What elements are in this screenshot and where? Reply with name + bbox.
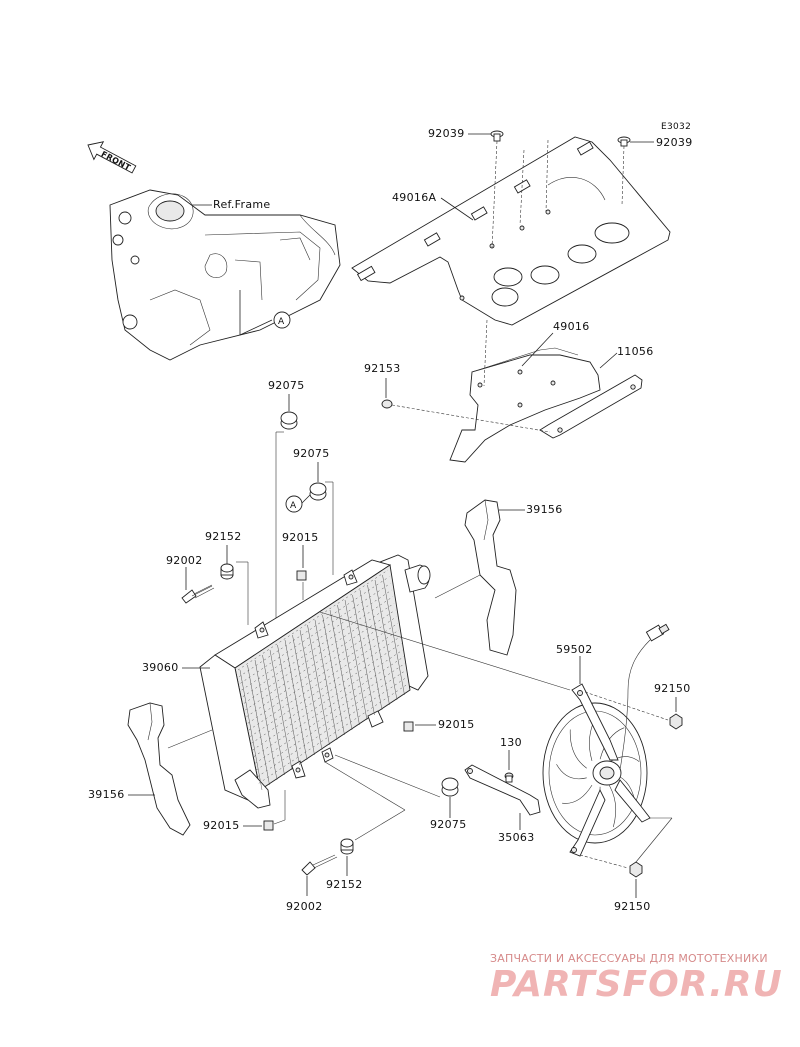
grommet-92075-c <box>441 777 459 797</box>
bolt-92002-top <box>181 584 215 604</box>
bolt-92039-left <box>490 130 504 142</box>
label-35063: 35063 <box>498 831 535 844</box>
label-92002-low: 92002 <box>286 900 323 913</box>
label-92015-mid: 92015 <box>438 718 475 731</box>
label-92153: 92153 <box>364 362 401 375</box>
label-92075-c: 92075 <box>430 818 467 831</box>
label-92015-low: 92015 <box>203 819 240 832</box>
bolt-130 <box>504 772 514 783</box>
shroud-39156-right <box>464 499 517 656</box>
frame-assembly <box>109 189 341 361</box>
label-49016: 49016 <box>553 320 590 333</box>
label-92150-top: 92150 <box>654 682 691 695</box>
label-92039-right: 92039 <box>656 136 693 149</box>
watermark-tagline: ЗАПЧАСТИ И АКСЕССУАРЫ ДЛЯ МОТОТЕХНИКИ <box>490 952 768 965</box>
shroud-39156-left <box>127 702 191 836</box>
label-39156-right: 39156 <box>526 503 563 516</box>
grommet-92075-a <box>280 411 298 430</box>
clip-92015-mid <box>403 721 414 732</box>
svg-text:A: A <box>278 317 285 327</box>
label-39060: 39060 <box>142 661 179 674</box>
diagram-code: E3032 <box>661 122 691 132</box>
label-92152-low: 92152 <box>326 878 363 891</box>
label-59502: 59502 <box>556 643 593 656</box>
label-39156-left: 39156 <box>88 788 125 801</box>
clip-92015-top <box>296 570 307 581</box>
bolt-92002-low <box>301 854 338 876</box>
svg-text:A: A <box>290 501 297 511</box>
radiator-39060 <box>199 554 431 809</box>
grommet-92075-b <box>309 482 327 501</box>
front-label: FRONT <box>100 149 133 172</box>
front-arrow: FRONT <box>87 141 137 174</box>
watermark-logo: PARTSFOR.RU <box>490 964 783 1005</box>
label-92150-low: 92150 <box>614 900 651 913</box>
nut-92153 <box>381 399 393 409</box>
label-11056: 11056 <box>617 345 654 358</box>
bolt-92150-top <box>669 713 683 730</box>
label-92002-top: 92002 <box>166 554 203 567</box>
collar-92152-low <box>340 838 354 855</box>
bolt-92039-right <box>617 136 631 147</box>
radiator-core-fins <box>237 569 409 791</box>
bolt-92150-low <box>629 861 643 878</box>
ref-frame-label: Ref.Frame <box>213 198 270 211</box>
radiator-cover-plate <box>351 136 671 326</box>
fan-assembly-59502 <box>542 623 670 857</box>
bracket-49016 <box>449 347 601 463</box>
label-92015-top: 92015 <box>282 531 319 544</box>
clip-92015-low <box>263 820 274 831</box>
label-92075-a: 92075 <box>268 379 305 392</box>
label-92152-top: 92152 <box>205 530 242 543</box>
label-130: 130 <box>500 736 522 749</box>
stay-11056 <box>539 374 643 439</box>
stay-35063 <box>464 764 541 816</box>
ref-mark-a-top <box>273 311 291 329</box>
ref-mark-a-radiator <box>285 495 303 513</box>
label-49016a: 49016A <box>392 191 436 204</box>
label-92039-left: 92039 <box>428 127 465 140</box>
collar-92152-top <box>220 563 234 580</box>
label-92075-b: 92075 <box>293 447 330 460</box>
